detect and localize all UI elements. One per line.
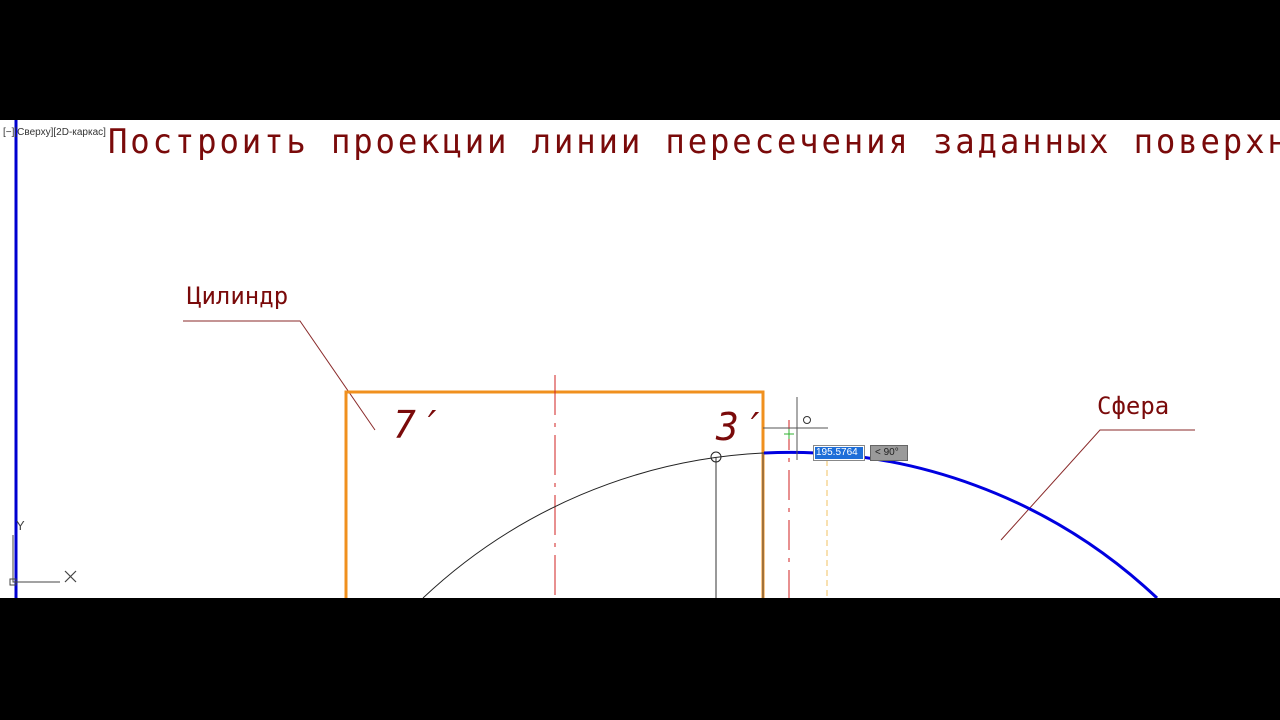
viewport-controls[interactable]: [−][Сверху][2D-каркас]	[3, 127, 106, 138]
drawing-title: Построить проекции линии пересечения зад…	[108, 122, 1280, 162]
ucs-icon	[12, 535, 60, 583]
length-value[interactable]: 195.5764	[815, 447, 863, 459]
sphere-arc-blue	[763, 450, 1159, 598]
osnap-cursor-icon	[803, 416, 811, 424]
ucs-y-label: Y	[16, 518, 25, 533]
dynamic-angle-display[interactable]: < 90°	[870, 445, 908, 461]
drawing-viewport[interactable]: [−][Сверху][2D-каркас] Построить проекци…	[0, 120, 1280, 598]
point-7-label: 7′	[393, 403, 439, 447]
dynamic-length-input[interactable]: 195.5764	[813, 445, 865, 461]
cylinder-leader	[183, 320, 376, 431]
sphere-arc-black	[422, 452, 765, 598]
cylinder-label: Цилиндр	[187, 282, 289, 310]
sphere-leader	[1000, 429, 1195, 541]
drawing-canvas[interactable]	[0, 120, 1280, 598]
sphere-label: Сфера	[1097, 392, 1170, 420]
point-3-label: 3′	[716, 405, 762, 449]
snap-marker-icon	[710, 451, 722, 463]
